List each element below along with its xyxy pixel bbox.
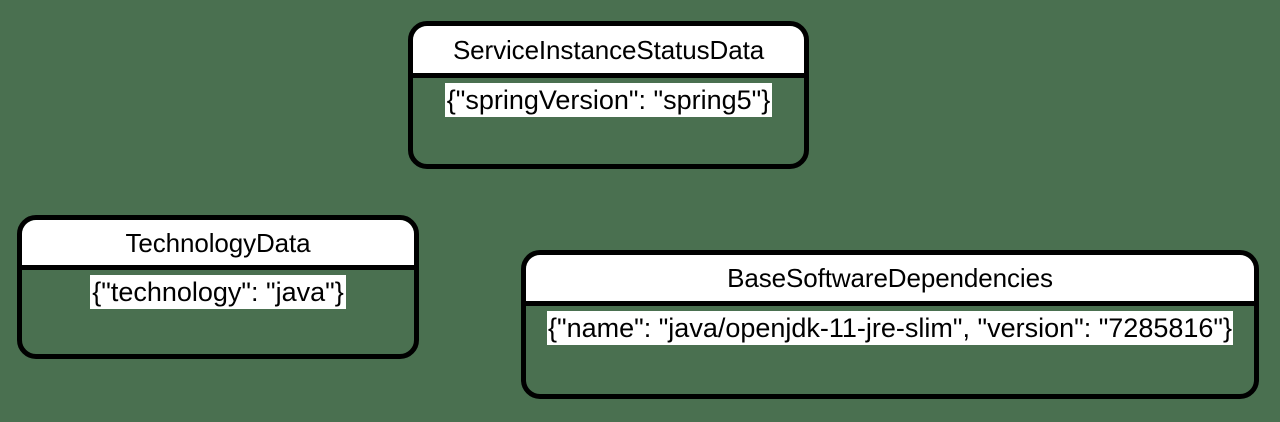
uml-class-service-instance-status-data[interactable]: ServiceInstanceStatusData {"springVersio…: [408, 21, 809, 169]
uml-attribute-row: {"springVersion": "spring5"}: [413, 83, 804, 117]
uml-class-header: BaseSoftwareDependencies: [526, 255, 1254, 306]
uml-attribute-row: {"name": "java/openjdk-11-jre-slim", "ve…: [526, 311, 1254, 345]
uml-class-body: {"technology": "java"}: [22, 270, 414, 354]
uml-class-body: {"springVersion": "spring5"}: [413, 78, 804, 164]
uml-attribute: {"name": "java/openjdk-11-jre-slim", "ve…: [546, 311, 1234, 345]
uml-class-name: BaseSoftwareDependencies: [727, 263, 1053, 293]
uml-class-name: TechnologyData: [125, 227, 311, 258]
uml-attribute: {"springVersion": "spring5"}: [444, 83, 773, 117]
uml-class-header: TechnologyData: [22, 220, 414, 270]
uml-attribute-row: {"technology": "java"}: [22, 275, 414, 309]
uml-class-name: ServiceInstanceStatusData: [452, 34, 765, 65]
uml-class-body: {"name": "java/openjdk-11-jre-slim", "ve…: [526, 306, 1254, 394]
uml-attribute: {"technology": "java"}: [90, 275, 346, 309]
uml-class-base-software-dependencies[interactable]: BaseSoftwareDependencies {"name": "java/…: [521, 250, 1259, 399]
uml-class-technology-data[interactable]: TechnologyData {"technology": "java"}: [17, 215, 419, 359]
uml-class-header: ServiceInstanceStatusData: [413, 26, 804, 78]
